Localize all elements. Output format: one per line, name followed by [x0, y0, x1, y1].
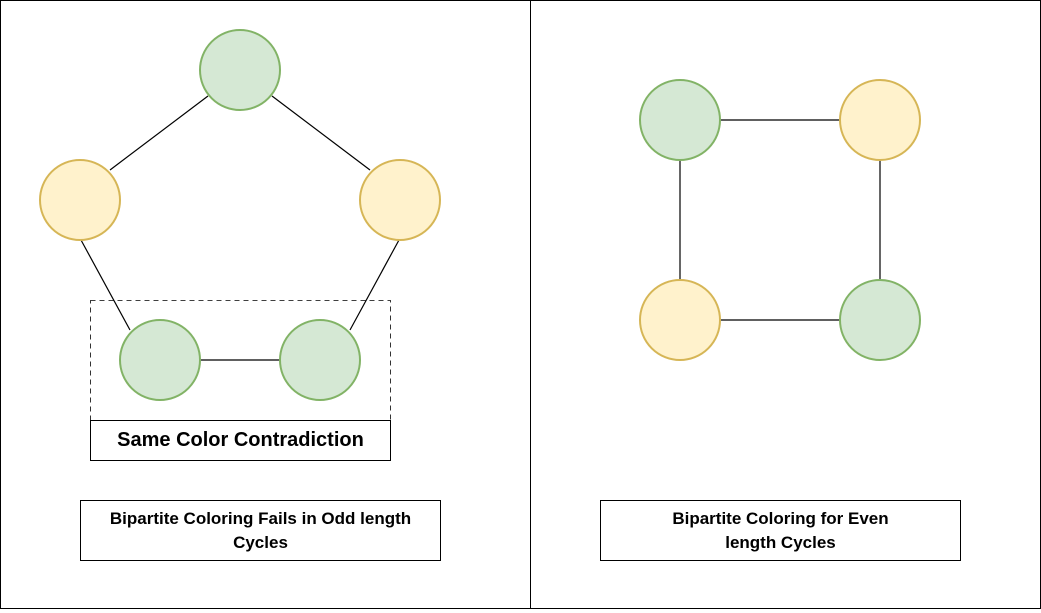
even-cycle-nodes: [639, 79, 921, 361]
even-cycle-edges: [679, 119, 881, 321]
node-odd-right-yellow: [359, 159, 441, 241]
odd-cycle-caption: Bipartite Coloring Fails in Odd length C…: [80, 500, 441, 561]
edge-top-right: [271, 95, 371, 171]
node-odd-left-yellow: [39, 159, 121, 241]
node-even-bottom-left-yellow: [639, 279, 721, 361]
edge-right-bottomright: [349, 239, 400, 331]
node-odd-bottom-right-green: [279, 319, 361, 401]
node-even-bottom-right-green: [839, 279, 921, 361]
node-odd-top-green: [199, 29, 281, 111]
odd-cycle-nodes: [39, 29, 441, 401]
node-even-top-left-green: [639, 79, 721, 161]
even-cycle-caption: Bipartite Coloring for Even length Cycle…: [600, 500, 961, 561]
node-odd-bottom-left-green: [119, 319, 201, 401]
edge-left-bottomleft: [80, 239, 131, 331]
same-color-contradiction-label: Same Color Contradiction: [90, 420, 391, 461]
node-even-top-right-yellow: [839, 79, 921, 161]
edge-top-left: [109, 95, 209, 171]
odd-cycle-edges: [80, 95, 400, 361]
